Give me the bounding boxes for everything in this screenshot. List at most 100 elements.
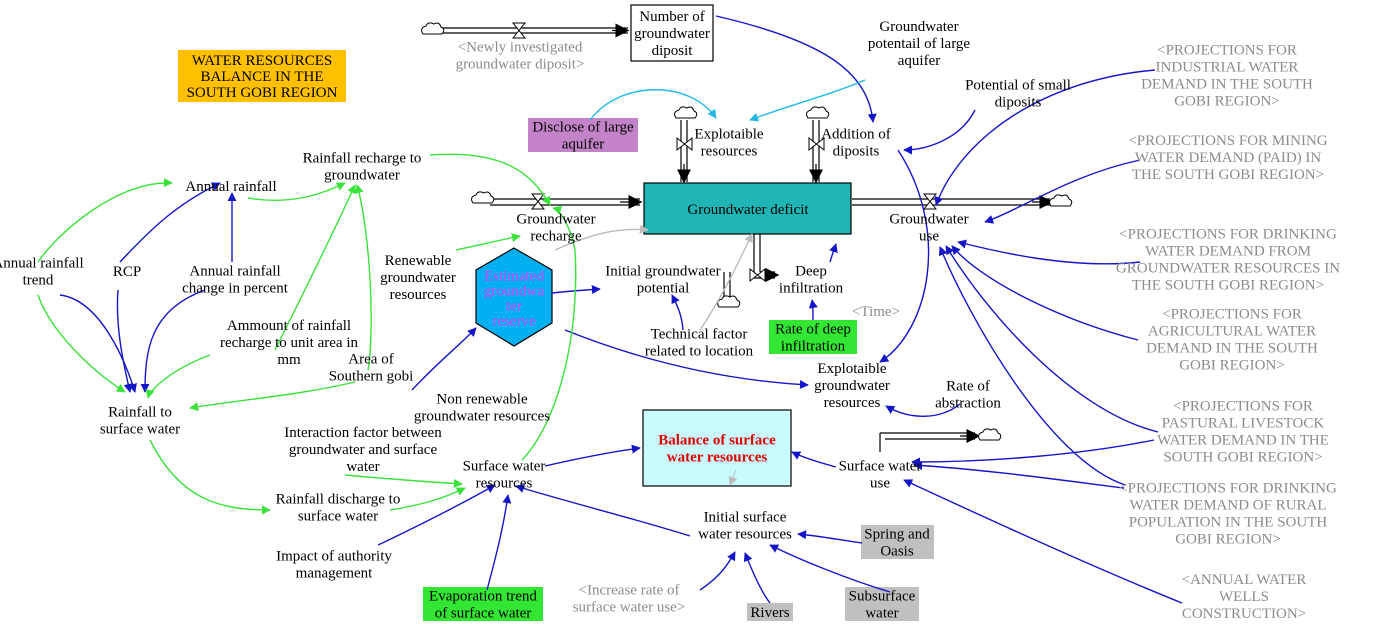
newly-investigated-label-line: <Newly investigated [458,40,583,56]
area-southern-gobi-label-line: Area of [348,352,393,368]
cloud-icon [978,428,1002,441]
agricultural-demand-label-line: DEMAND IN THE SOUTH [1146,341,1318,357]
estimated-reserve-label-line: groundwa [484,284,544,300]
rainfall-recharge-gw-label-line: Rainfall recharge to [303,151,422,167]
interaction-factor-label-line: water [346,459,379,475]
number-deposit-stock[interactable] [630,4,714,62]
balance-surface-stock[interactable] [642,409,792,487]
increase-rate-label-line: surface water use> [573,600,686,616]
subsurface-water-label-line: Subsurface [849,589,916,605]
explotaible-gw-label-line: resources [824,395,881,411]
gw-potential-large-label-line: potentail of large [868,36,971,52]
industrial-demand-label-line: INDUSTRIAL WATER [1156,60,1299,76]
cloud-icon [421,22,445,35]
surface-water-resources-label-line: Surface water [463,459,546,475]
non-renewable-gw-label-line: Non renewable [436,392,528,408]
rural-drinking-demand-label-line: POPULATION IN THE SOUTH [1129,515,1328,531]
estimated-reserve-label-line: Estimated [484,269,544,285]
rural-drinking-demand-label-line: WATER DEMAND OF RURAL [1129,498,1326,514]
rate-abstraction-label-line: Rate of [946,379,990,395]
rcp-label: RCP [113,264,141,280]
drinking-demand-label-line: WATER DEMAND FROM [1145,244,1311,260]
estimated-reserve-hexagon[interactable] [475,247,553,347]
rainfall-surface-label-line: Rainfall to [108,405,172,421]
disclose-large-label-line: aquifer [562,137,604,153]
potential-small-label-line: diposits [995,95,1042,111]
ammount-rainfall-label-line: mm [277,352,301,368]
groundwater-use-label-line: use [919,229,939,245]
groundwater-deficit-stock[interactable] [643,182,852,235]
title-box [178,50,346,102]
rcp-label-line: RCP [113,264,141,280]
rate-deep-infiltration-label-line: infiltration [781,339,846,355]
pastoral-demand-label-line: <PROJECTIONS FOR [1173,399,1313,415]
renewable-gw-label-line: resources [390,287,447,303]
subsurface-water-box [845,587,919,621]
area-southern-gobi-label-line: Southern gobi [329,369,414,385]
wells-construction-label-line: CONSTRUCTION> [1182,606,1306,622]
rainfall-surface-label-line: surface water [100,422,180,438]
rivers-box [747,603,793,621]
renewable-gw-label-line: groundwater [380,270,456,286]
gw-potential-large-label-line: aquifer [898,53,940,69]
cloud-icon [717,295,741,308]
explotaible-resources-label-line: resources [701,144,758,160]
surface-water-use-label-line: Surface water [839,459,922,475]
disclose-large-label-line: Disclose of large [532,120,634,136]
pastoral-demand-label-line: SOUTH GOBI REGION> [1163,450,1322,466]
rainfall-discharge-label-line: Rainfall discharge to [276,492,401,508]
valves [511,22,938,283]
non-renewable-gw-label-line: groundwater resources [414,409,550,425]
estimated-reserve-label-line: ter [506,299,522,315]
drinking-demand-label-line: GROUNDWATER RESOURCES IN [1116,261,1340,277]
interaction-factor-label-line: Interaction factor between [284,425,442,441]
agricultural-demand-label-line: <PROJECTIONS FOR [1162,307,1302,323]
technical-factor-label-line: Technical factor [651,327,748,343]
evaporation-trend-box [423,587,543,621]
time-label: <Time> [852,304,900,320]
rate-deep-infiltration-label-line: Rate of deep [775,322,851,338]
deep-infiltration-label-line: infiltration [779,281,844,297]
groundwater-deficit-label-line: Groundwater deficit [687,202,809,218]
gw-potential-large-label-line: Groundwater [879,19,958,35]
explotaible-gw-label-line: Explotaible [817,361,886,377]
rate-deep-infiltration-box [769,320,857,354]
boxes [178,50,934,621]
cloud-icon [806,106,830,119]
wells-construction-label-line: <ANNUAL WATER [1182,572,1307,588]
newly-investigated-label-line: groundwater diposit> [456,57,585,73]
rivers-label-line: Rivers [750,605,789,621]
spring-oasis-label-line: Oasis [880,544,913,560]
pastoral-demand-label-line: PASTURAL LIVESTOCK [1162,416,1325,432]
annual-rainfall-label-line: Annual rainfall [185,179,276,195]
industrial-demand-label-line: DEMAND IN THE SOUTH [1141,77,1313,93]
disclose-large-aquifer-box [528,118,638,152]
surface-water-resources-label-line: resources [476,476,533,492]
initial-gw-potential-label-line: potential [637,281,690,297]
subsurface-water-label-line: water [865,606,898,622]
rural-drinking-demand-label-line: <PROJECTIONS FOR DRINKING [1119,481,1337,497]
renewable-gw-label-line: Renewable [385,253,452,269]
initial-surface-water-label-line: Initial surface [704,510,787,526]
initial-gw-potential-label-line: Initial groundwater [605,264,720,280]
ammount-rainfall-label-line: Ammount of rainfall [227,318,351,334]
